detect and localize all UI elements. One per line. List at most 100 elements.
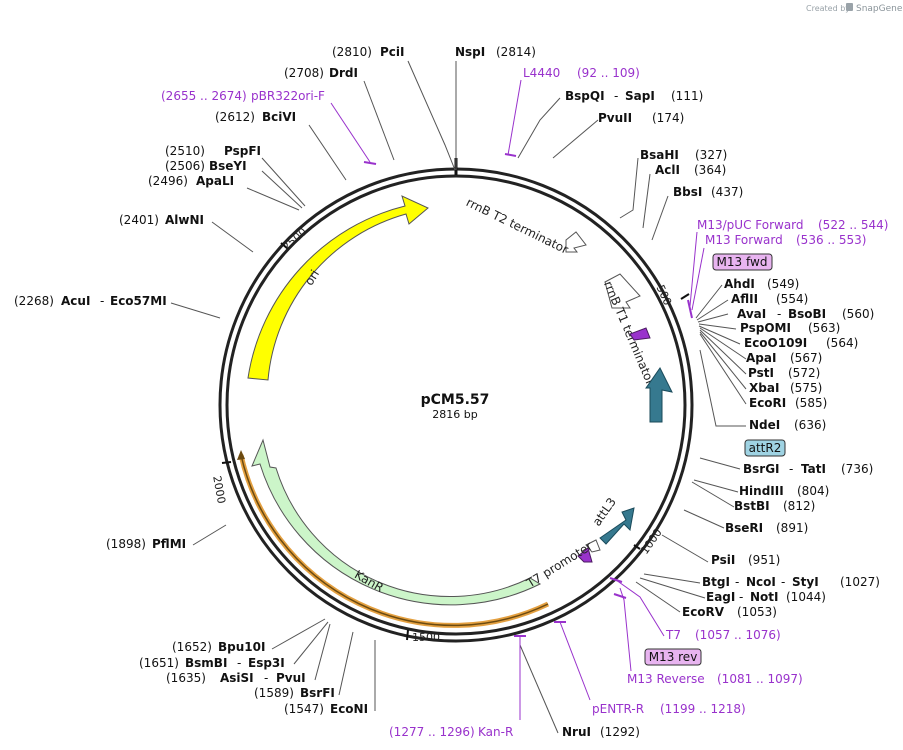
site-bsmbi[interactable]: BsmBI (185, 656, 227, 670)
site-pflmi[interactable]: PflMI (152, 537, 186, 551)
site-acui-sep: - (100, 294, 104, 308)
site-pos-bspqi: (111) (671, 89, 703, 103)
site-pos-bbsi: (437) (711, 185, 743, 199)
site-tati[interactable]: TatI (801, 462, 826, 476)
primer-m13-reverse-range: (1081 .. 1097) (717, 672, 803, 686)
primer-l4440-range: (92 .. 109) (577, 66, 640, 80)
site-bspqi[interactable]: BspQI (565, 89, 605, 103)
site-apali[interactable]: ApaLI (196, 174, 234, 188)
primer-m13-puc-forward[interactable]: M13/pUC Forward (697, 218, 804, 232)
attl3-arrow (599, 507, 635, 545)
primer-m13-reverse[interactable]: M13 Reverse (627, 672, 705, 686)
site-bspqi-sep: - (614, 89, 618, 103)
site-psti[interactable]: PstI (748, 366, 774, 380)
site-sapi[interactable]: SapI (625, 89, 655, 103)
t7-promoter-label: T7 promoter (523, 539, 594, 591)
site-pos-pcii: (2810) (332, 45, 372, 59)
boxed-m13-fwd[interactable]: M13 fwd (712, 253, 773, 271)
site-avai[interactable]: AvaI (737, 307, 766, 321)
site-pcii[interactable]: PciI (380, 45, 405, 59)
primer-pentr-r[interactable]: pENTR-R (592, 702, 644, 716)
site-hindiii[interactable]: HindIII (739, 484, 784, 498)
feature-ori[interactable]: ori (247, 195, 429, 381)
site-pos-bstbi: (812) (783, 499, 815, 513)
site-apai[interactable]: ApaI (746, 351, 776, 365)
site-pvui[interactable]: PvuI (276, 671, 306, 685)
site-bseyi[interactable]: BseYI (209, 159, 247, 173)
site-pos-apai: (567) (790, 351, 822, 365)
attl3-label: attL3 (590, 495, 619, 529)
boxed-m13-rev[interactable]: M13 rev (644, 648, 702, 666)
site-bpu10i[interactable]: Bpu10I (218, 640, 265, 654)
attr2-text: attR2 (749, 441, 782, 455)
site-pos-hindiii: (804) (797, 484, 829, 498)
site-ndei[interactable]: NdeI (749, 418, 780, 432)
site-aflii[interactable]: AflII (731, 292, 758, 306)
site-bbsi[interactable]: BbsI (673, 185, 702, 199)
site-pspomi[interactable]: PspOMI (740, 321, 791, 335)
site-bsrfi[interactable]: BsrFI (300, 686, 335, 700)
site-bcivi[interactable]: BciVI (262, 110, 296, 124)
site-eagi[interactable]: EagI (706, 590, 735, 604)
site-pos-bsmbi: (1651) (139, 656, 179, 670)
site-econi[interactable]: EcoNI (330, 702, 368, 716)
site-pos-pspfi: (2510) (165, 144, 205, 158)
site-ecorv[interactable]: EcoRV (682, 605, 725, 619)
feature-attr2[interactable] (645, 367, 673, 423)
kan-r-arc-outline (238, 454, 550, 628)
site-pos-psti: (572) (788, 366, 820, 380)
feature-t7-promoter[interactable]: T7 promoter (523, 539, 601, 591)
site-ahdi[interactable]: AhdI (724, 277, 755, 291)
site-esp3i[interactable]: Esp3I (248, 656, 285, 670)
site-leaders-right (517, 97, 747, 613)
site-noti[interactable]: NotI (750, 590, 779, 604)
feature-kanr[interactable]: KanR (251, 438, 542, 606)
tick-1500 (406, 629, 409, 641)
site-xbai[interactable]: XbaI (749, 381, 779, 395)
plasmid-length: 2816 bp (432, 408, 477, 421)
m13-rev-box (644, 648, 702, 666)
feature-rrnb-t1[interactable]: rrnB T1 terminator (601, 273, 658, 387)
site-pos-aflii: (554) (776, 292, 808, 306)
site-ncoi[interactable]: NcoI (746, 575, 776, 589)
primer-m13-forward[interactable]: M13 Forward (705, 233, 783, 247)
site-nspi[interactable]: NspI (455, 45, 485, 59)
attr2-box (744, 439, 786, 457)
feature-attl3[interactable]: attL3 (590, 495, 635, 545)
primer-pbr322ori-f[interactable]: pBR322ori-F (251, 89, 325, 103)
site-pspfi[interactable]: PspFI (224, 144, 261, 158)
site-bsrgi[interactable]: BsrGI (743, 462, 780, 476)
site-pos-xbai: (575) (790, 381, 822, 395)
tick-2500 (280, 242, 289, 250)
site-pvuii[interactable]: PvuII (598, 111, 632, 125)
site-pos-psii: (951) (748, 553, 780, 567)
site-nrui[interactable]: NruI (562, 725, 591, 739)
site-eco57mi[interactable]: Eco57MI (110, 294, 167, 308)
site-pos-alwni: (2401) (119, 213, 159, 227)
site-bsahi[interactable]: BsaHI (640, 148, 679, 162)
site-pos-bcivi: (2612) (215, 110, 255, 124)
site-asisi[interactable]: AsiSI (220, 671, 254, 685)
site-bsobi[interactable]: BsoBI (788, 307, 826, 321)
t7-promoter-arrow (585, 539, 601, 553)
site-bsrgi-sep: - (789, 462, 793, 476)
primer-t7[interactable]: T7 (665, 628, 681, 642)
kanr-label: KanR (352, 567, 386, 595)
site-avai-sep: - (777, 307, 781, 321)
site-styi[interactable]: StyI (792, 575, 819, 589)
m13-fwd-text: M13 fwd (717, 255, 768, 269)
site-ecori[interactable]: EcoRI (749, 396, 786, 410)
primer-l4440[interactable]: L4440 (523, 66, 560, 80)
site-btgi[interactable]: BtgI (702, 575, 730, 589)
site-acui[interactable]: AcuI (61, 294, 90, 308)
site-drdi[interactable]: DrdI (329, 66, 358, 80)
site-bstbi[interactable]: BstBI (734, 499, 770, 513)
site-psii[interactable]: PsiI (711, 553, 735, 567)
site-bseri[interactable]: BseRI (725, 521, 763, 535)
primer-t7-range: (1057 .. 1076) (695, 628, 781, 642)
primer-kan-r[interactable]: Kan-R (478, 725, 513, 739)
site-alwni[interactable]: AlwNI (165, 213, 204, 227)
site-acli[interactable]: AclI (655, 163, 680, 177)
site-ecoo109i[interactable]: EcoO109I (744, 336, 807, 350)
boxed-attr2[interactable]: attR2 (744, 439, 786, 457)
